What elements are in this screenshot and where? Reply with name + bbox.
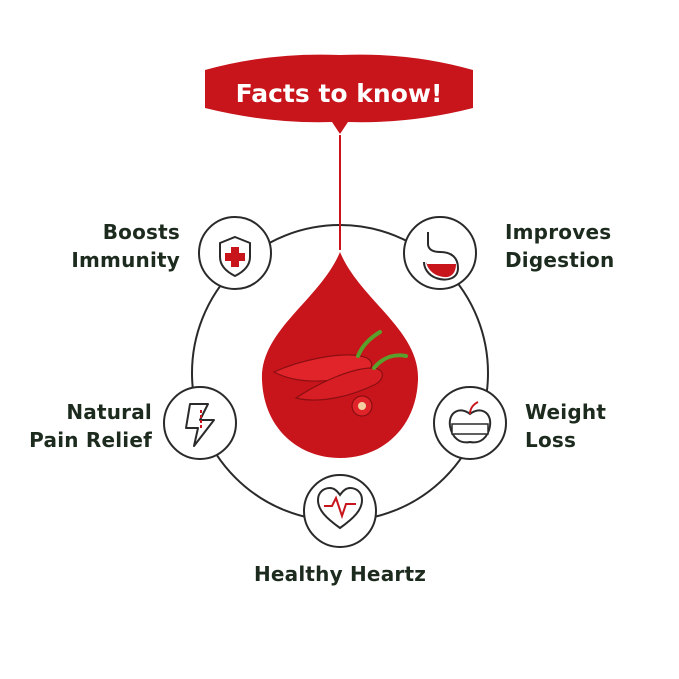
- boosts-immunity-icon-circle: [198, 216, 272, 290]
- lightning-pain-icon: [185, 403, 215, 447]
- heart-pulse-icon: [316, 486, 364, 530]
- stomach-icon: [423, 232, 460, 281]
- apple-measuring-tape-icon: [448, 409, 492, 444]
- natural-pain-relief-label: Natural Pain Relief: [20, 398, 152, 454]
- shield-cross-icon: [219, 235, 251, 278]
- improves-digestion-icon-circle: [403, 216, 477, 290]
- healthy-heart-label: Healthy Heartz: [230, 560, 450, 588]
- boosts-immunity-label: Boosts Immunity: [60, 218, 180, 274]
- improves-digestion-line1: Improves: [505, 220, 612, 244]
- weight-loss-icon-circle: [433, 386, 507, 460]
- weight-loss-line1: Weight: [525, 400, 607, 424]
- natural-pain-relief-icon-circle: [163, 386, 237, 460]
- weight-loss-label: Weight Loss: [525, 398, 645, 454]
- boosts-immunity-line2: Immunity: [71, 248, 180, 272]
- chili-icon: [272, 330, 408, 417]
- healthy-heart-icon-circle: [303, 474, 377, 548]
- improves-digestion-line2: Digestion: [505, 248, 615, 272]
- improves-digestion-label: Improves Digestion: [505, 218, 655, 274]
- boosts-immunity-line1: Boosts: [102, 220, 180, 244]
- natural-pain-relief-line1: Natural: [66, 400, 152, 424]
- weight-loss-line2: Loss: [525, 428, 577, 452]
- healthy-heart-line1: Healthy Heartz: [253, 562, 427, 586]
- banner-shape: [205, 54, 473, 134]
- natural-pain-relief-line2: Pain Relief: [29, 428, 152, 452]
- banner-title: Facts to know!: [235, 79, 443, 108]
